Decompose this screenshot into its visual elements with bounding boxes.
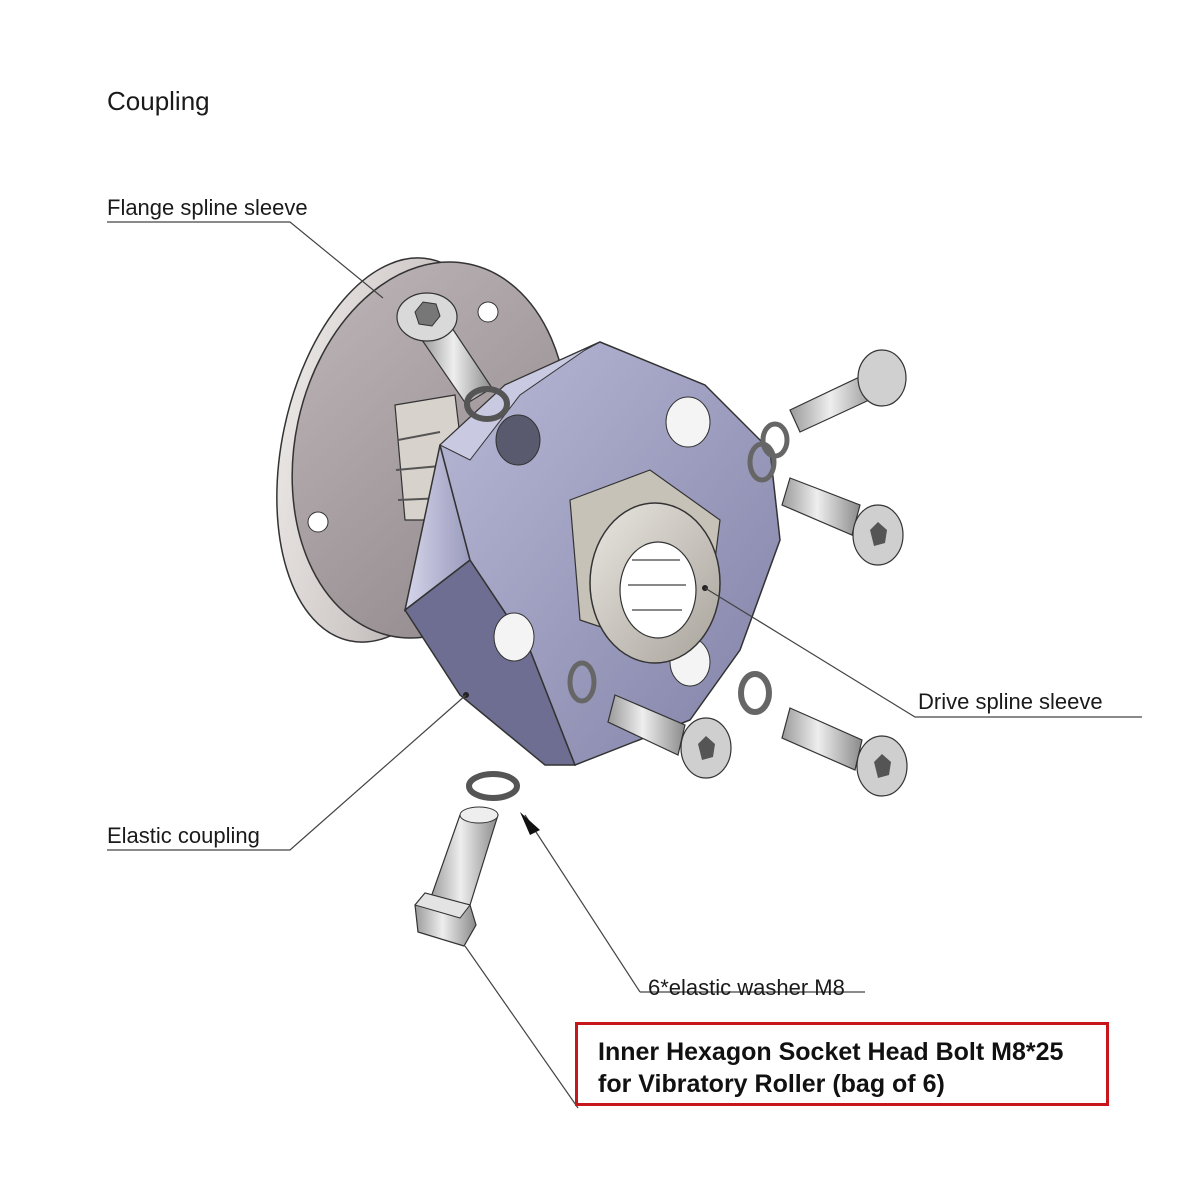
callout-line-1: Inner Hexagon Socket Head Bolt M8*25 [598,1038,1064,1066]
label-elastic-coupling: Elastic coupling [107,823,260,848]
diagram-title: Coupling [107,86,210,116]
product-callout-box: Inner Hexagon Socket Head Bolt M8*25 for… [575,1022,1109,1106]
arrow-head-icon [520,812,540,835]
drive-spline-sleeve [569,469,721,664]
label-flange-spline-sleeve: Flange spline sleeve [107,195,308,220]
socket-head-bolt-icon [414,806,499,947]
bolt-icons [607,349,908,797]
leader-lines [107,221,1142,1109]
bolt-top-left-icon [396,292,493,405]
callout-line-2: for Vibratory Roller (bag of 6) [598,1070,945,1098]
elastic-washer-icons [464,386,790,801]
label-drive-spline-sleeve: Drive spline sleeve [918,689,1103,714]
label-elastic-washer: 6*elastic washer M8 [648,975,845,1000]
